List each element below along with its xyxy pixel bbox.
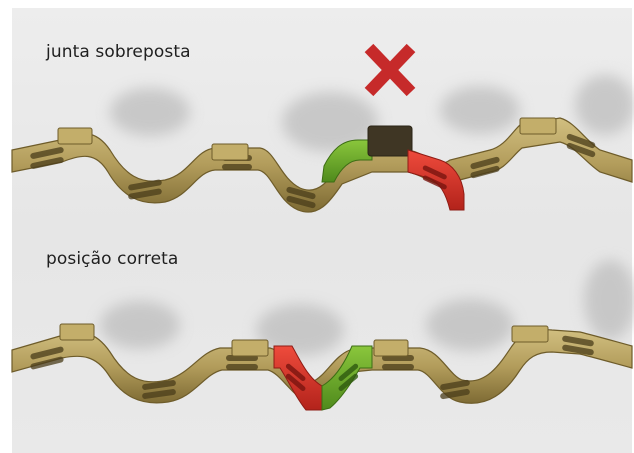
correct-chain [12,260,634,410]
overlap-dark-plate [368,126,412,156]
overlap-chain [12,48,634,212]
overlap-joint-label: junta sobreposta [46,42,191,62]
correct-position-label: posição correta [46,249,178,269]
cross-mark-icon [369,48,411,92]
